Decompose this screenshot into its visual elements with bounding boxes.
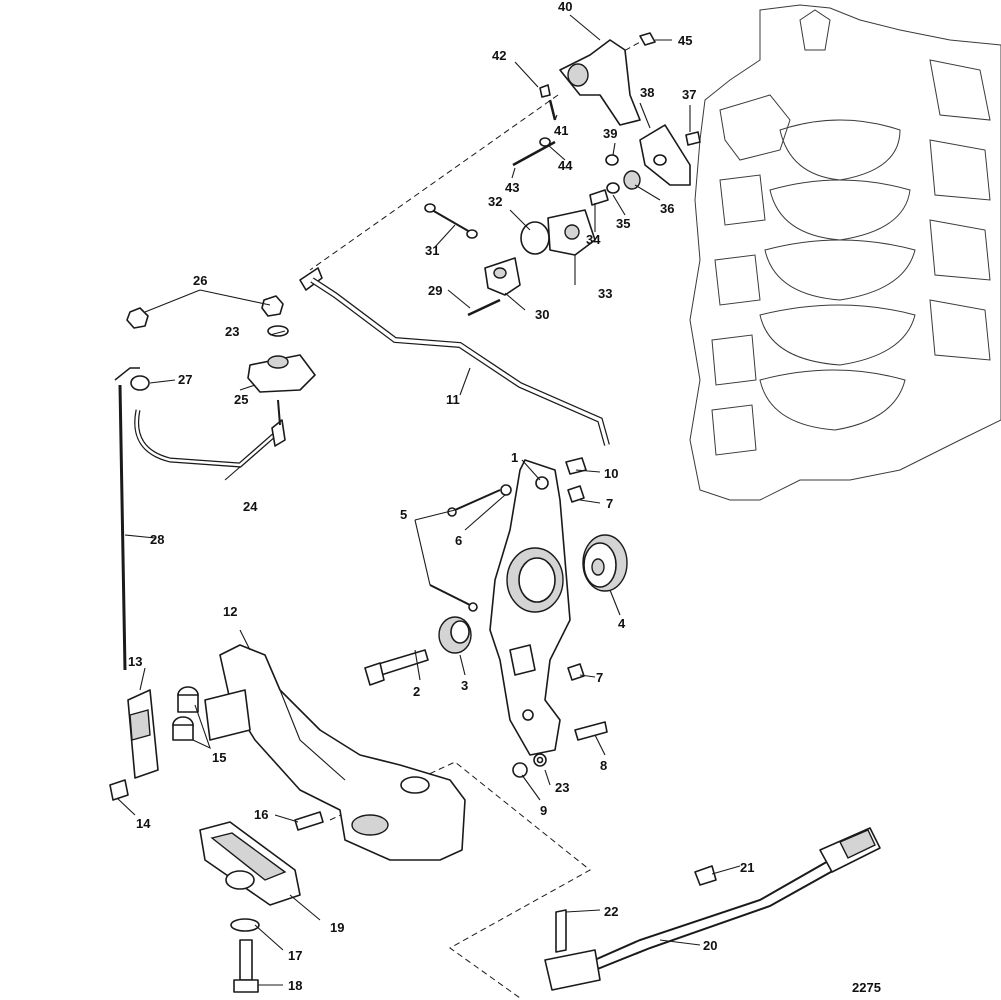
callout-1: 1 bbox=[511, 450, 518, 465]
callout-23b: 23 bbox=[555, 780, 569, 795]
callout-21: 21 bbox=[740, 860, 754, 875]
callout-42: 42 bbox=[492, 48, 506, 63]
callout-40: 40 bbox=[558, 0, 572, 14]
callout-37: 37 bbox=[682, 87, 696, 102]
callout-5: 5 bbox=[400, 507, 407, 522]
sensor-harness-part bbox=[544, 827, 881, 991]
callout-labels: 1 2 3 4 5 6 7 7 8 9 10 11 12 13 14 15 16… bbox=[128, 0, 881, 995]
callout-33: 33 bbox=[598, 286, 612, 301]
callout-25: 25 bbox=[234, 392, 248, 407]
callout-27: 27 bbox=[178, 372, 192, 387]
callout-29: 29 bbox=[428, 283, 442, 298]
link-rod-part bbox=[299, 267, 610, 446]
upper-lever-assembly bbox=[512, 32, 701, 206]
sensor-bracket-assembly bbox=[424, 203, 596, 317]
callout-30: 30 bbox=[535, 307, 549, 322]
left-small-parts bbox=[109, 686, 199, 801]
callout-18: 18 bbox=[288, 978, 302, 993]
callout-38: 38 bbox=[640, 85, 654, 100]
callout-20: 20 bbox=[703, 938, 717, 953]
callout-43: 43 bbox=[505, 180, 519, 195]
figure-code: 2275 bbox=[852, 980, 881, 995]
throttle-cam-arm-part bbox=[489, 459, 571, 756]
callout-8: 8 bbox=[600, 758, 607, 773]
callout-41: 41 bbox=[554, 123, 568, 138]
callout-31: 31 bbox=[425, 243, 439, 258]
callout-44: 44 bbox=[558, 158, 573, 173]
callout-7b: 7 bbox=[596, 670, 603, 685]
callout-13: 13 bbox=[128, 654, 142, 669]
small-parts-center bbox=[364, 457, 608, 778]
callout-11: 11 bbox=[446, 392, 460, 407]
callout-26: 26 bbox=[193, 273, 207, 288]
callout-4: 4 bbox=[618, 616, 626, 631]
callout-28: 28 bbox=[150, 532, 164, 547]
callout-45: 45 bbox=[678, 33, 692, 48]
callout-35: 35 bbox=[616, 216, 630, 231]
callout-6: 6 bbox=[455, 533, 462, 548]
bracket-part bbox=[204, 644, 466, 861]
callout-32: 32 bbox=[488, 194, 502, 209]
callout-7a: 7 bbox=[606, 496, 613, 511]
callout-2: 2 bbox=[413, 684, 420, 699]
callout-36: 36 bbox=[660, 201, 674, 216]
callout-39: 39 bbox=[603, 126, 617, 141]
callout-16: 16 bbox=[254, 807, 268, 822]
callout-14: 14 bbox=[136, 816, 151, 831]
roller-part bbox=[582, 534, 628, 592]
callout-9: 9 bbox=[540, 803, 547, 818]
callout-23a: 23 bbox=[225, 324, 239, 339]
callout-10: 10 bbox=[604, 466, 618, 481]
engine-block-outline bbox=[689, 4, 1001, 501]
assembly-line-upper bbox=[309, 94, 559, 271]
mount-assembly bbox=[199, 811, 324, 993]
upper-left-assembly bbox=[114, 295, 316, 671]
callout-22: 22 bbox=[604, 904, 618, 919]
callout-3: 3 bbox=[461, 678, 468, 693]
callout-34: 34 bbox=[586, 232, 601, 247]
callout-19: 19 bbox=[330, 920, 344, 935]
callout-12: 12 bbox=[223, 604, 237, 619]
callout-17: 17 bbox=[288, 948, 302, 963]
callout-24: 24 bbox=[243, 499, 258, 514]
callout-15: 15 bbox=[212, 750, 226, 765]
leader-lines bbox=[116, 14, 741, 986]
